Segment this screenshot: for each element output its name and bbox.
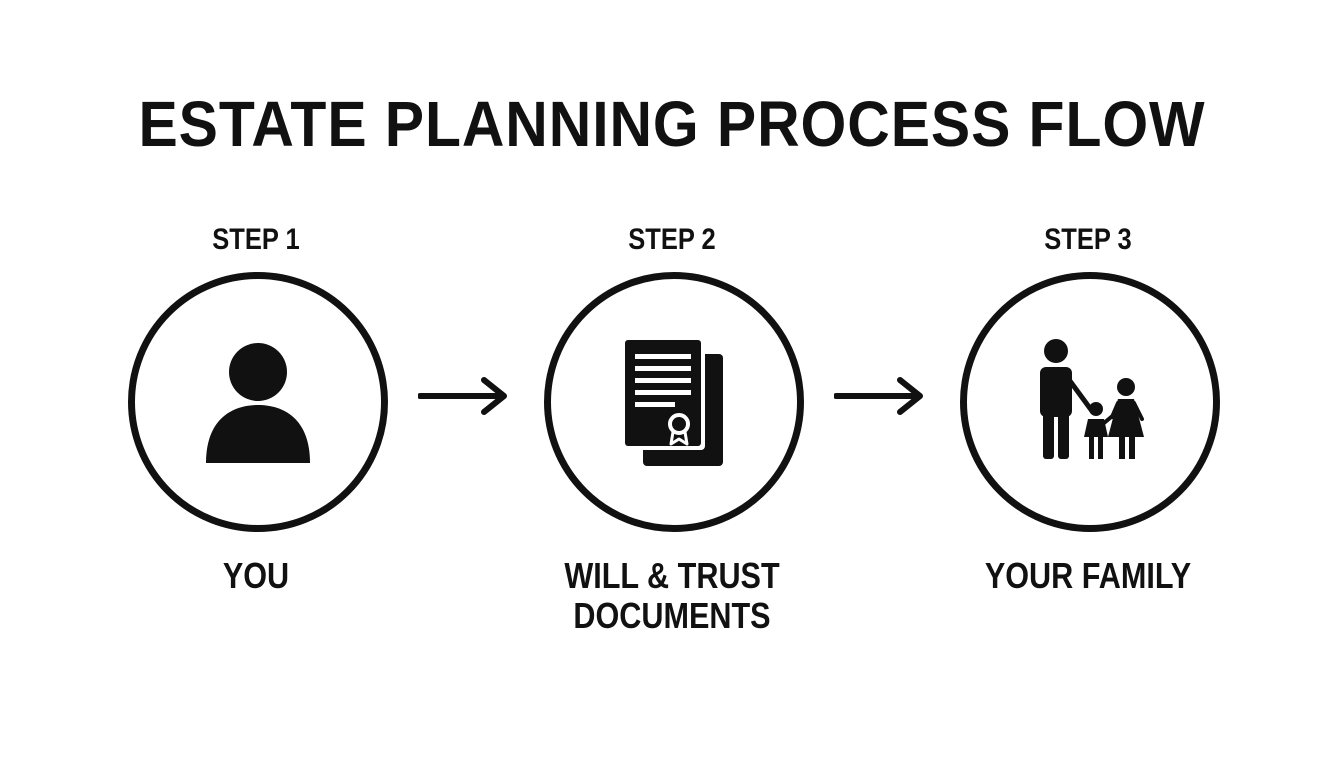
family-icon — [1040, 339, 1144, 459]
caption-line: YOUR FAMILY — [984, 555, 1192, 596]
step-caption: YOU — [120, 556, 392, 596]
caption-line: WILL & TRUST — [564, 555, 780, 596]
step-you: STEP 1 YOU — [126, 222, 388, 642]
caption-line: DOCUMENTS — [573, 595, 771, 636]
caption-line: YOU — [222, 555, 290, 596]
arrow-right-icon — [418, 377, 507, 415]
step-circle — [960, 272, 1220, 532]
diagram-title: ESTATE PLANNING PROCESS FLOW — [138, 88, 1206, 160]
step-label: STEP 3 — [1044, 223, 1132, 256]
step-caption: YOUR FAMILY — [952, 556, 1224, 596]
arrow-right-icon — [834, 377, 923, 415]
step-documents: STEP 2 WILL & TRUST DOCUMENTS — [542, 222, 804, 642]
step-caption: WILL & TRUST DOCUMENTS — [536, 556, 808, 636]
person-icon — [206, 343, 310, 463]
documents-certificate-icon — [621, 336, 723, 466]
step-label: STEP 1 — [212, 223, 300, 256]
step-circle — [128, 272, 388, 532]
step-family: STEP 3 YOUR FAMILY — [958, 222, 1220, 642]
step-label: STEP 2 — [628, 223, 716, 256]
step-circle — [544, 272, 804, 532]
